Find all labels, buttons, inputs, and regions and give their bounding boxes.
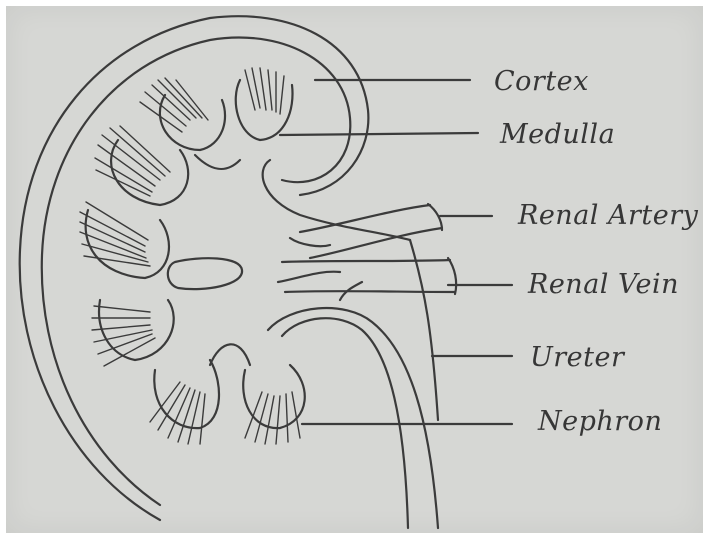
label-medulla: Medulla: [499, 119, 615, 150]
label-nephron: Nephron: [537, 406, 662, 437]
ureter-tube-outer: [268, 308, 438, 528]
label-renal-artery: Renal Artery: [517, 200, 699, 231]
label-renal-vein: Renal Vein: [527, 269, 679, 300]
kidney-outer-outline: [20, 16, 369, 520]
kidney-inner-outline: [42, 37, 351, 505]
calyx-lower: [210, 344, 250, 365]
calyx-upper: [195, 155, 240, 169]
renal-vein-end: [448, 258, 456, 294]
pyramid-striations: [80, 68, 300, 444]
hilum-upper-curve: [263, 160, 410, 240]
medulla-leader-line: [280, 133, 478, 135]
ureter-top: [410, 240, 438, 420]
label-cortex: Cortex: [494, 66, 589, 97]
renal-pelvis-lobe: [168, 258, 242, 289]
label-ureter: Ureter: [530, 342, 626, 373]
